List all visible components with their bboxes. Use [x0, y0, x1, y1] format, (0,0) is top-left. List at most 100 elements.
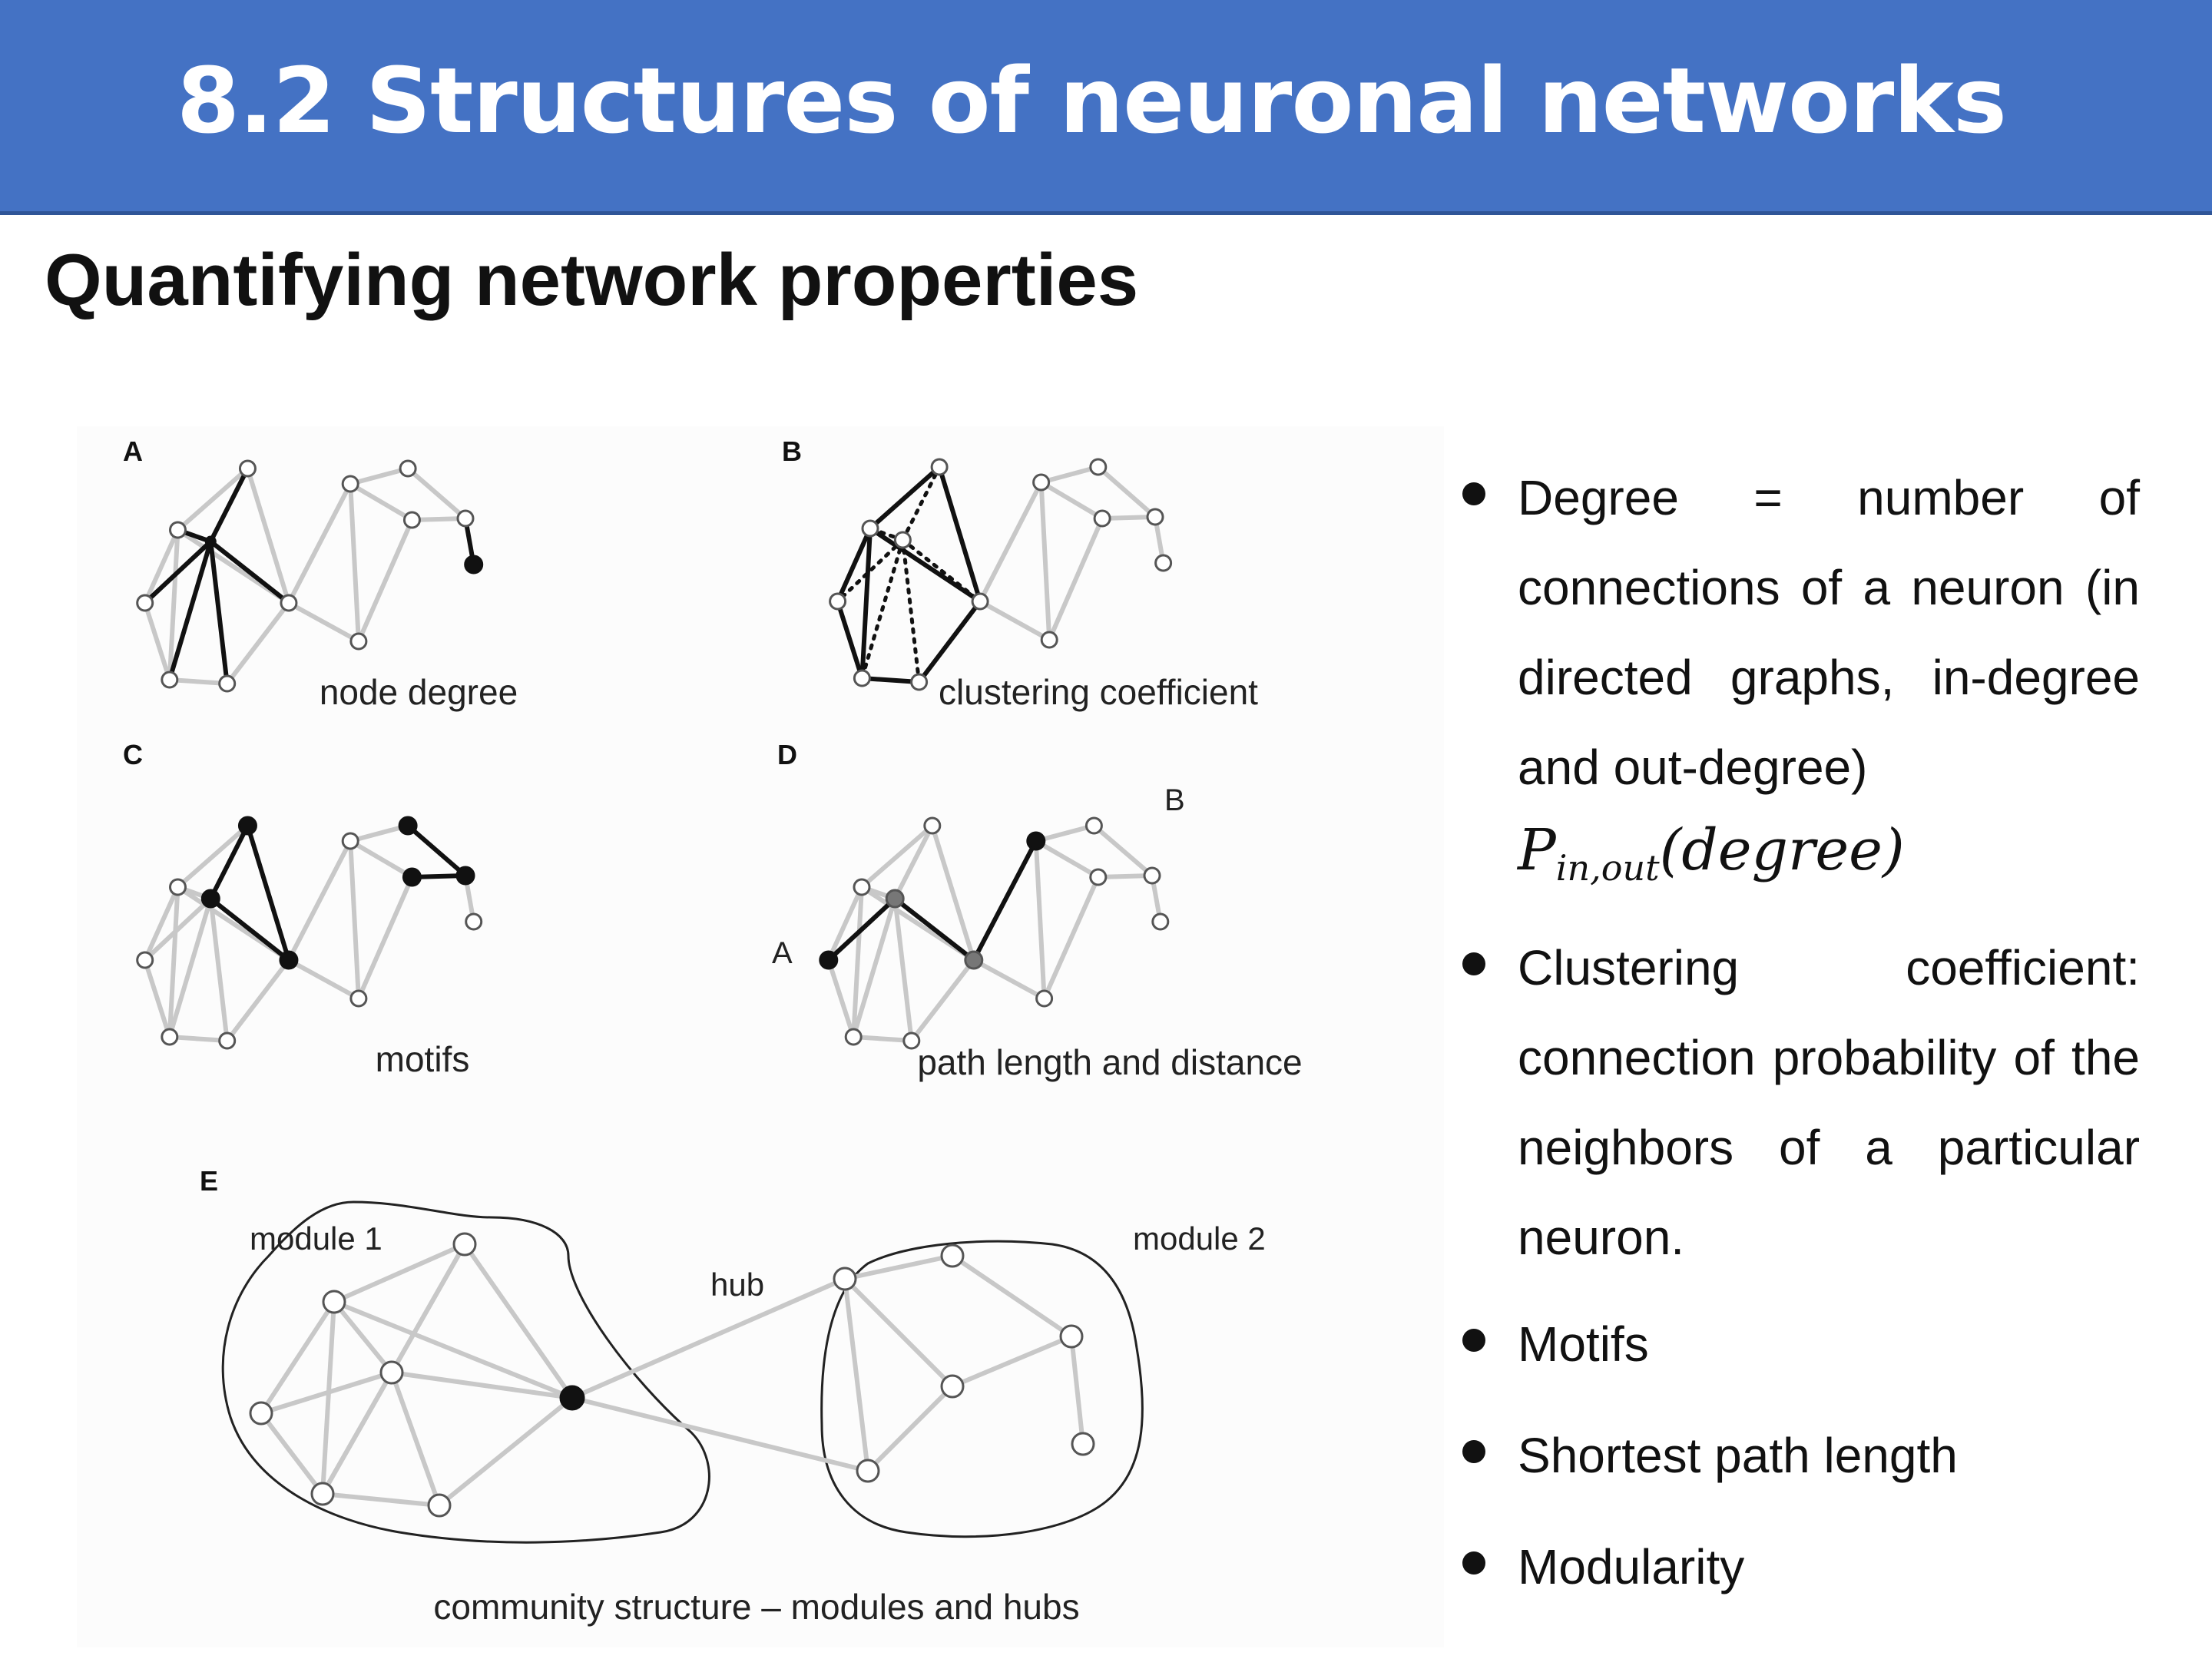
- network-edge: [851, 896, 898, 1039]
- network-node: [1026, 831, 1046, 851]
- network-edge: [851, 1035, 914, 1043]
- network-node: [1032, 473, 1051, 492]
- network-edge: [843, 1277, 955, 1389]
- hub-label: hub: [710, 1267, 764, 1303]
- bullet-dot: [1462, 482, 1485, 505]
- network-edge: [348, 466, 411, 486]
- network-edge: [859, 526, 873, 680]
- network-edge: [320, 1300, 336, 1496]
- network-node: [1089, 458, 1108, 476]
- network-edge: [208, 823, 250, 901]
- network-node: [1093, 509, 1111, 528]
- panel-letter-a: A: [123, 435, 143, 467]
- network-edge: [916, 599, 983, 684]
- formula-symbol: P: [1518, 817, 1556, 883]
- module-1-label: module 1: [250, 1220, 382, 1257]
- network-edge: [835, 599, 865, 680]
- network-edge: [1038, 465, 1101, 485]
- network-edge: [348, 839, 361, 1001]
- network-node: [237, 816, 257, 836]
- network-edge: [175, 466, 250, 532]
- network-node: [844, 1028, 863, 1046]
- module-2-label: module 2: [1133, 1220, 1266, 1257]
- network-edge: [1095, 873, 1154, 879]
- network-edge: [835, 526, 873, 604]
- network-edge: [1095, 465, 1157, 519]
- network-edge: [332, 1300, 394, 1375]
- network-edge: [950, 1253, 1074, 1339]
- bullet-motifs-text: Motifs: [1518, 1316, 1649, 1372]
- network-edge: [389, 1370, 442, 1508]
- panel-letter-b: B: [782, 435, 802, 467]
- network-node: [964, 950, 984, 970]
- network-edge: [971, 839, 1038, 962]
- network-node: [1035, 989, 1054, 1008]
- network-node: [559, 1385, 585, 1411]
- network-edge: [1033, 839, 1101, 879]
- network-edge: [245, 823, 291, 962]
- network-edge: [167, 528, 180, 682]
- degree-distribution-formula: Pin,out(degree): [1518, 808, 2140, 910]
- network-edge: [843, 1277, 870, 1473]
- network-node: [349, 632, 368, 651]
- network-edge: [142, 528, 180, 605]
- network-edge: [142, 958, 172, 1039]
- network-node: [940, 1243, 965, 1268]
- network-node: [940, 1374, 965, 1399]
- network-edge: [224, 958, 291, 1043]
- network-node: [218, 1031, 237, 1050]
- network-node: [971, 592, 989, 611]
- network-edge: [208, 896, 230, 1043]
- network-node: [341, 475, 359, 493]
- network-edge: [868, 526, 983, 604]
- bullet-dot: [1462, 952, 1485, 975]
- network-edge: [937, 465, 983, 604]
- network-diagrams: A B C D E node degree clustering coeffic…: [123, 435, 1303, 1627]
- bullet-shortest-path-text: Shortest path length: [1518, 1428, 1958, 1483]
- network-node: [402, 511, 421, 529]
- network-edge: [868, 465, 942, 531]
- network-node: [161, 1028, 179, 1046]
- network-edge: [900, 538, 922, 684]
- module-2-outline: [820, 1240, 1144, 1538]
- network-edge: [409, 516, 468, 522]
- network-edge: [1047, 516, 1105, 642]
- network-node: [819, 950, 839, 970]
- network-edge: [142, 896, 214, 962]
- bullet-dot: [1462, 1329, 1485, 1352]
- network-node: [465, 912, 483, 931]
- network-edge: [826, 896, 898, 962]
- network-node: [1089, 868, 1108, 886]
- network-edge: [978, 599, 1052, 642]
- network-node: [169, 878, 187, 896]
- network-edge: [570, 1396, 870, 1473]
- network-node: [238, 459, 257, 478]
- path-node-label-a: A: [772, 936, 793, 970]
- network-edge: [332, 1300, 575, 1400]
- network-node: [464, 555, 484, 575]
- network-edge: [167, 896, 214, 1039]
- network-node: [902, 1031, 921, 1050]
- network-edge: [851, 885, 864, 1039]
- network-node: [456, 509, 475, 528]
- network-node: [910, 673, 929, 691]
- network-node: [923, 816, 942, 835]
- network-edge: [356, 518, 415, 644]
- network-node: [402, 867, 422, 887]
- network-edge: [462, 1242, 575, 1400]
- network-edge: [859, 823, 935, 889]
- section-subtitle: Quantifying network properties: [45, 239, 1139, 321]
- network-edge: [348, 839, 415, 879]
- network-node: [218, 674, 237, 693]
- network-node: [161, 671, 179, 689]
- network-node: [249, 1401, 273, 1426]
- network-node: [200, 889, 220, 909]
- network-edge: [892, 896, 914, 1043]
- network-node: [1143, 866, 1161, 885]
- network-edge: [892, 823, 935, 901]
- network-edge: [320, 1370, 394, 1496]
- network-node: [856, 1459, 880, 1483]
- network-node: [204, 535, 217, 548]
- network-edge: [224, 601, 291, 686]
- network-node: [833, 1267, 857, 1291]
